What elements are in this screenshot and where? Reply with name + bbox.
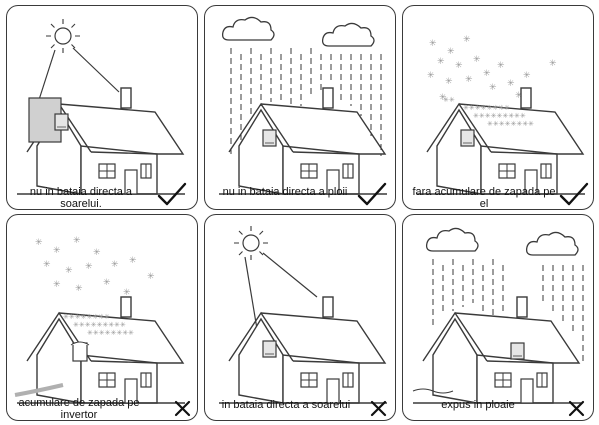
panel-5-illustration [218,225,388,404]
svg-text:✳: ✳ [85,262,93,272]
svg-text:✳: ✳ [497,61,505,71]
caption-3: fara acumulare de zapada pe el [412,186,556,210]
panel-1-illustration [16,18,186,195]
svg-text:✳: ✳ [507,79,515,89]
inverter-icon [510,342,525,360]
svg-text:✳✳✳✳✳✳✳✳: ✳✳✳✳✳✳✳✳ [63,313,110,321]
svg-text:✳: ✳ [489,83,497,93]
svg-text:✳: ✳ [439,93,447,103]
inverter-icon [262,340,277,358]
house-icon [218,296,388,404]
panel-5: in bataia directa a soarelui [204,214,396,421]
svg-text:✳: ✳ [473,55,481,65]
svg-text:✳: ✳ [515,91,523,101]
svg-text:✳: ✳ [53,280,61,290]
svg-text:✳✳✳✳✳✳✳✳: ✳✳✳✳✳✳✳✳ [463,104,510,112]
svg-text:✳: ✳ [129,256,137,266]
cloud-icon [221,16,275,41]
caption-2: nu in bataia directa a ploii [222,186,348,198]
cloud-icon [425,227,479,252]
svg-text:✳✳✳✳✳✳✳✳✳: ✳✳✳✳✳✳✳✳✳ [473,112,526,120]
panel-4: ✳✳✳ ✳✳✳ ✳✳✳ ✳✳✳ ✳✳ ✳✳✳✳✳✳✳✳✳✳✳✳✳✳✳✳✳ ✳✳✳… [6,214,198,421]
snowflake-icon: ✳✳✳ ✳✳✳ ✳✳✳ ✳✳✳ ✳✳ [35,236,155,298]
svg-text:✳: ✳ [147,272,155,282]
panel-6-illustration [412,227,584,404]
house-icon [218,87,388,195]
cloud-icon [321,22,375,47]
caption-5: in bataia directa a soarelui [221,399,351,411]
svg-text:✳: ✳ [465,75,473,85]
svg-text:✳: ✳ [455,61,463,71]
svg-text:✳: ✳ [123,288,131,298]
svg-text:✳: ✳ [73,236,81,246]
inverter-icon [54,113,69,131]
panel-3-illustration: ✳✳✳ ✳✳✳ ✳✳✳ ✳✳✳ ✳✳✳ ✳✳ ✳✳✳✳✳✳✳✳✳✳✳✳✳✳✳✳✳… [416,35,586,195]
svg-text:✳: ✳ [445,77,453,87]
panel-2-illustration [218,16,388,195]
svg-text:✳: ✳ [93,248,101,258]
svg-text:✳✳: ✳✳ [443,96,455,104]
svg-text:✳: ✳ [523,71,531,81]
snowflake-icon: ✳✳✳ ✳✳✳ ✳✳✳ ✳✳✳ ✳✳✳ ✳✳ [427,35,557,103]
checkmark-icon [357,182,387,206]
house-icon [412,296,582,404]
svg-text:✳: ✳ [65,266,73,276]
svg-text:✳: ✳ [53,246,61,256]
sun-icon [45,18,81,54]
sun-icon [233,225,269,261]
svg-text:✳: ✳ [427,71,435,81]
checkmark-icon [559,182,589,206]
svg-text:✳: ✳ [549,59,557,69]
svg-text:✳: ✳ [35,238,43,248]
caption-6: expus in ploaie [441,399,515,411]
panel-3: ✳✳✳ ✳✳✳ ✳✳✳ ✳✳✳ ✳✳✳ ✳✳ ✳✳✳✳✳✳✳✳✳✳✳✳✳✳✳✳✳… [402,5,594,210]
svg-text:✳: ✳ [463,35,471,45]
panel-6: expus in ploaie [402,214,594,421]
inverter-icon [262,129,277,147]
svg-text:✳: ✳ [111,260,119,270]
svg-text:✳: ✳ [483,69,491,79]
caption-4: acumulare de zapada pe invertor [18,397,140,421]
svg-text:✳: ✳ [75,284,83,294]
svg-text:✳: ✳ [43,260,51,270]
panel-2: nu in bataia directa a ploii [204,5,396,210]
cloud-icon [525,231,579,256]
svg-text:✳✳✳✳✳✳✳✳: ✳✳✳✳✳✳✳✳ [487,120,534,128]
svg-text:✳✳✳✳✳✳✳✳: ✳✳✳✳✳✳✳✳ [87,329,134,337]
cross-icon [174,400,191,417]
cross-icon [370,400,387,417]
panel-1: nu in bataia directa a soarelui. [6,5,198,210]
caption-1: nu in bataia directa a soarelui. [29,186,133,210]
inverter-icon [460,129,475,147]
cross-icon [568,400,585,417]
svg-text:✳: ✳ [447,47,455,57]
svg-text:✳: ✳ [429,39,437,49]
panel-4-illustration: ✳✳✳ ✳✳✳ ✳✳✳ ✳✳✳ ✳✳ ✳✳✳✳✳✳✳✳✳✳✳✳✳✳✳✳✳ ✳✳✳… [14,236,186,404]
checkmark-icon [157,182,187,206]
svg-text:✳✳✳✳✳✳✳✳✳: ✳✳✳✳✳✳✳✳✳ [73,321,126,329]
svg-text:✳: ✳ [437,57,445,67]
svg-text:✳: ✳ [103,278,111,288]
